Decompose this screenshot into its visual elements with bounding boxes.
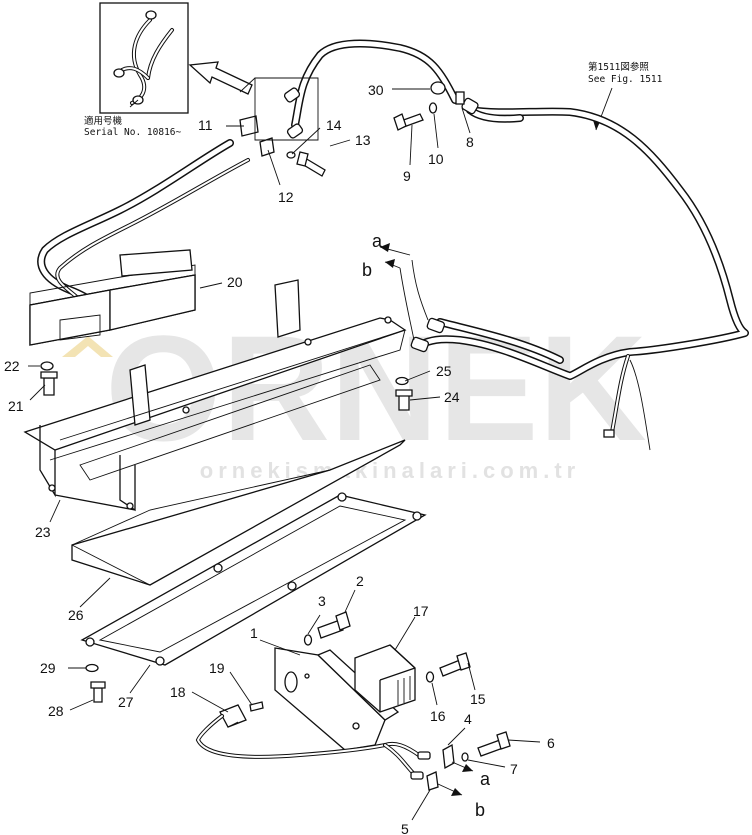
plate-27 — [80, 492, 427, 666]
screw-19 — [249, 701, 264, 712]
label-7: 7 — [510, 761, 518, 777]
inset-arrow-icon — [188, 61, 253, 95]
label-a-bottom: a — [480, 769, 491, 789]
washer-10 — [428, 102, 438, 114]
inset-view — [99, 2, 189, 114]
label-b-top: b — [362, 260, 372, 280]
label-13: 13 — [355, 132, 371, 148]
label-17: 17 — [413, 603, 429, 619]
inset-note-japanese: 適用号機 — [84, 115, 123, 127]
label-3: 3 — [318, 593, 326, 609]
label-28: 28 — [48, 703, 64, 719]
bolt-15 — [456, 652, 471, 671]
label-21: 21 — [8, 398, 24, 414]
inset-frame — [99, 2, 189, 114]
label-5: 5 — [401, 821, 409, 835]
plate-26 — [71, 439, 406, 586]
bolt-28 — [93, 687, 103, 703]
clip-4 — [442, 743, 455, 770]
label-27: 27 — [118, 694, 134, 710]
bolt-6 — [496, 731, 511, 750]
label-29: 29 — [40, 660, 56, 676]
label-16: 16 — [430, 708, 446, 724]
inset-note-serial: Serial No. 10816~ — [84, 127, 182, 138]
label-22: 22 — [4, 358, 20, 374]
label-11: 11 — [198, 117, 213, 133]
label-15: 15 — [470, 691, 486, 707]
leader-lines — [28, 88, 541, 821]
label-19: 19 — [209, 660, 225, 676]
part-number-labels: 11 12 13 14 9 10 8 30 20 22 21 25 24 23 … — [4, 82, 555, 835]
bolt-24 — [398, 394, 410, 411]
wiring-harness — [37, 39, 749, 451]
relay-17 — [354, 644, 416, 713]
washer-25 — [395, 376, 409, 386]
connector-12 — [259, 137, 275, 157]
clamp-5 — [426, 771, 439, 791]
label-24: 24 — [444, 389, 460, 405]
bolt-9 — [393, 113, 407, 131]
washer-3 — [303, 634, 313, 646]
reference-note-english: See Fig. 1511 — [588, 74, 663, 85]
watermark-mark-icon — [62, 336, 113, 357]
reference-note-japanese: 第1511図参照 — [588, 61, 649, 73]
label-23: 23 — [35, 524, 51, 540]
label-20: 20 — [227, 274, 243, 290]
switch-18 — [219, 704, 247, 728]
washer-16 — [425, 671, 435, 683]
washer-22 — [40, 361, 54, 371]
connector-11 — [239, 115, 259, 137]
nut-30 — [430, 81, 446, 95]
label-12: 12 — [278, 189, 294, 205]
washer-29 — [85, 663, 99, 673]
label-30: 30 — [368, 82, 384, 98]
detail-box — [254, 77, 319, 141]
label-8: 8 — [466, 134, 474, 150]
label-4: 4 — [464, 711, 472, 727]
label-b-bottom: b — [475, 800, 485, 820]
label-26: 26 — [68, 607, 84, 623]
bolt-21 — [43, 377, 55, 396]
label-a-top: a — [372, 231, 383, 251]
label-10: 10 — [428, 151, 444, 167]
bolt-13 — [296, 151, 309, 167]
label-1: 1 — [250, 625, 258, 641]
label-14: 14 — [326, 117, 342, 133]
label-2: 2 — [356, 573, 364, 589]
label-6: 6 — [547, 735, 555, 751]
label-25: 25 — [436, 363, 452, 379]
box-20 — [29, 249, 196, 346]
bolt-2 — [335, 611, 351, 631]
washer-7 — [461, 752, 469, 762]
frame-23 — [23, 279, 407, 512]
label-18: 18 — [170, 684, 186, 700]
watermark-url: ornekismakinalari.com.tr — [200, 458, 580, 483]
label-9: 9 — [403, 168, 411, 184]
